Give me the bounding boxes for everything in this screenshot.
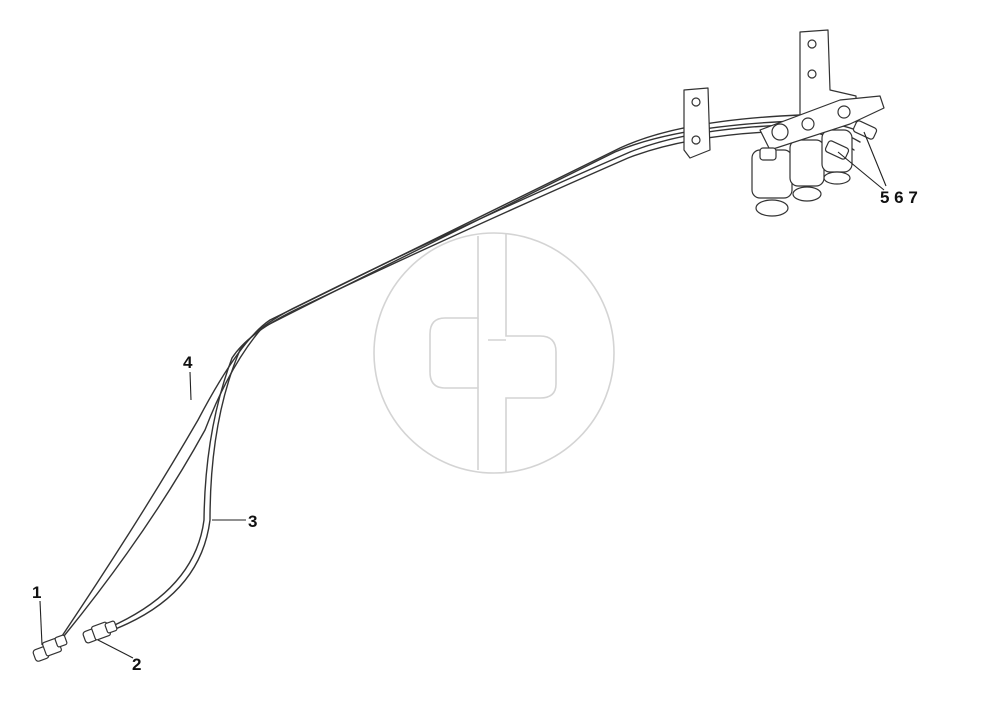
watermark-logo: [373, 232, 615, 474]
fitting-2: [82, 620, 118, 644]
hose-3: [101, 124, 861, 635]
callout-2: 2: [132, 655, 141, 674]
callout-567: 5 6 7: [880, 188, 918, 207]
leader-lines: [39, 131, 887, 659]
hose-4: [57, 114, 873, 643]
hose-inner-pair: [63, 120, 867, 637]
valve-assembly: [683, 29, 885, 217]
callout-4: 4: [183, 353, 193, 372]
callout-3: 3: [248, 512, 257, 531]
hose-lines: [57, 114, 873, 643]
fitting-1: [32, 634, 68, 662]
callout-1: 1: [32, 583, 41, 602]
